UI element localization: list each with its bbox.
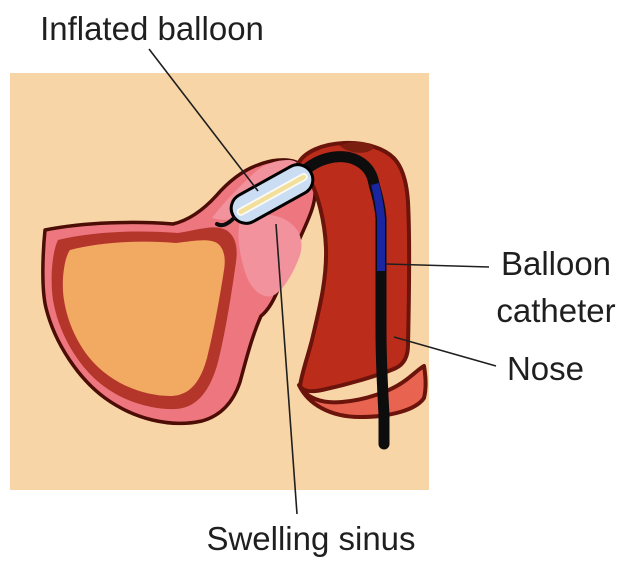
guidewire-tip (215, 216, 236, 228)
nostril-shape (297, 364, 428, 419)
balloon-stripe (238, 174, 306, 215)
leader-line-swelling-sinus (275, 223, 298, 515)
nose-bridge-cap (340, 141, 374, 153)
leader-line-inflated-balloon (148, 48, 259, 192)
sinus-cavity (62, 240, 225, 396)
catheter-blue-segment (371, 183, 385, 271)
label-inflated-balloon: Inflated balloon (40, 10, 264, 47)
inflated-balloon-shape (229, 163, 315, 225)
label-nose: Nose (506, 350, 585, 387)
leader-line-balloon-catheter (385, 263, 490, 268)
label-balloon-catheter: Balloon catheter (496, 245, 616, 329)
leader-line-nose (393, 336, 497, 367)
swelling-tissue-lower (238, 214, 302, 297)
label-swelling-sinus: Swelling sinus (206, 520, 416, 557)
